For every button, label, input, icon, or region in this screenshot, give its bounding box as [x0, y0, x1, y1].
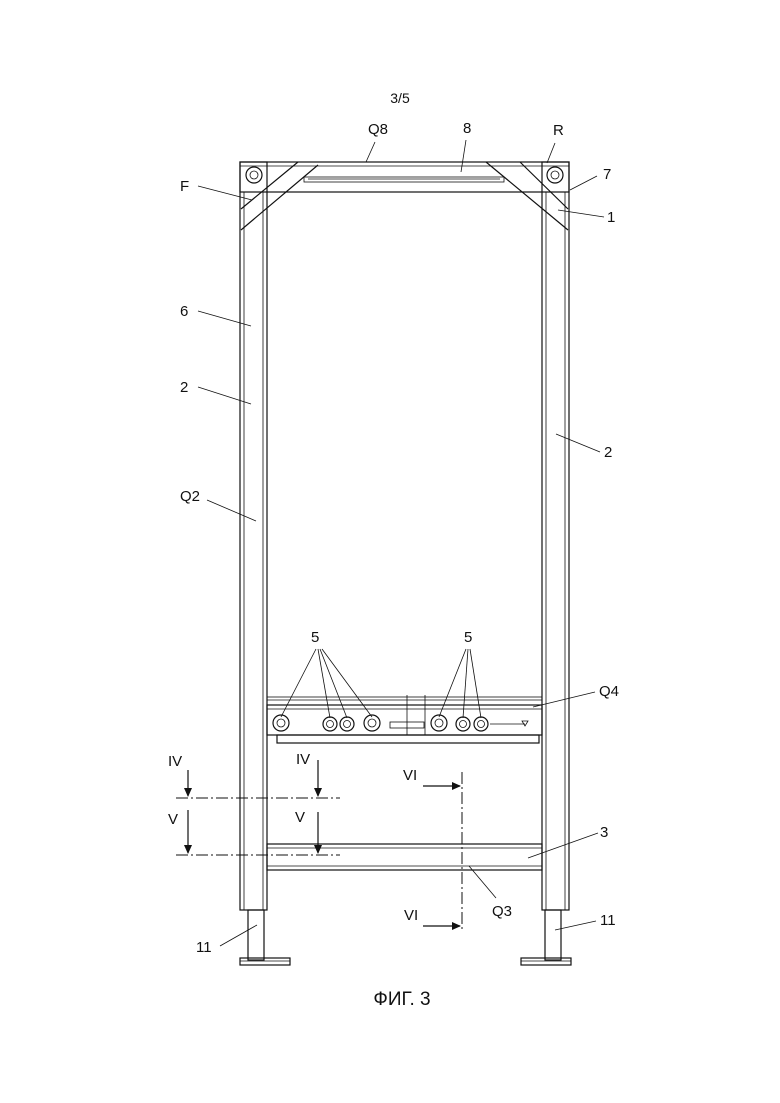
- right-upright: [542, 162, 569, 910]
- label-3: 3: [600, 824, 608, 841]
- figure-caption: ФИГ. 3: [373, 989, 430, 1010]
- label-7: 7: [603, 166, 611, 183]
- label-q3: Q3: [492, 903, 512, 920]
- label-v-right: V: [295, 809, 305, 826]
- leader-lines: [198, 140, 604, 946]
- label-iv-left: IV: [168, 753, 182, 770]
- label-iv-right: IV: [296, 751, 310, 768]
- label-vi-top: VI: [403, 767, 417, 784]
- top-plate: [304, 177, 504, 182]
- label-1: 1: [607, 209, 615, 226]
- lower-crossbar: [267, 844, 542, 870]
- label-f: F: [180, 178, 189, 195]
- label-r: R: [553, 122, 564, 139]
- label-2-left: 2: [180, 379, 188, 396]
- label-q4: Q4: [599, 683, 619, 700]
- label-11-left: 11: [196, 939, 212, 956]
- label-5-right: 5: [464, 629, 472, 646]
- label-v-left: V: [168, 811, 178, 828]
- foot-left: [240, 910, 290, 965]
- label-11-right: 11: [600, 912, 616, 929]
- bolt-top-right: [547, 167, 563, 183]
- label-vi-bottom: VI: [404, 907, 418, 924]
- foot-right: [521, 910, 571, 965]
- fasteners-right: [431, 715, 488, 731]
- label-q8: Q8: [368, 121, 388, 138]
- fasteners-left: [273, 715, 380, 731]
- label-2-right: 2: [604, 444, 612, 461]
- bolt-top-left: [246, 167, 262, 183]
- page-number: 3/5: [390, 90, 410, 106]
- label-6: 6: [180, 303, 188, 320]
- middle-crossbar-assembly: [267, 695, 542, 743]
- frame-drawing: [176, 162, 571, 965]
- label-q2: Q2: [180, 488, 200, 505]
- label-8: 8: [463, 120, 471, 137]
- label-5-left: 5: [311, 629, 319, 646]
- corner-brace-left: [241, 162, 318, 230]
- corner-brace-right: [486, 162, 568, 230]
- section-arrows: [184, 760, 461, 930]
